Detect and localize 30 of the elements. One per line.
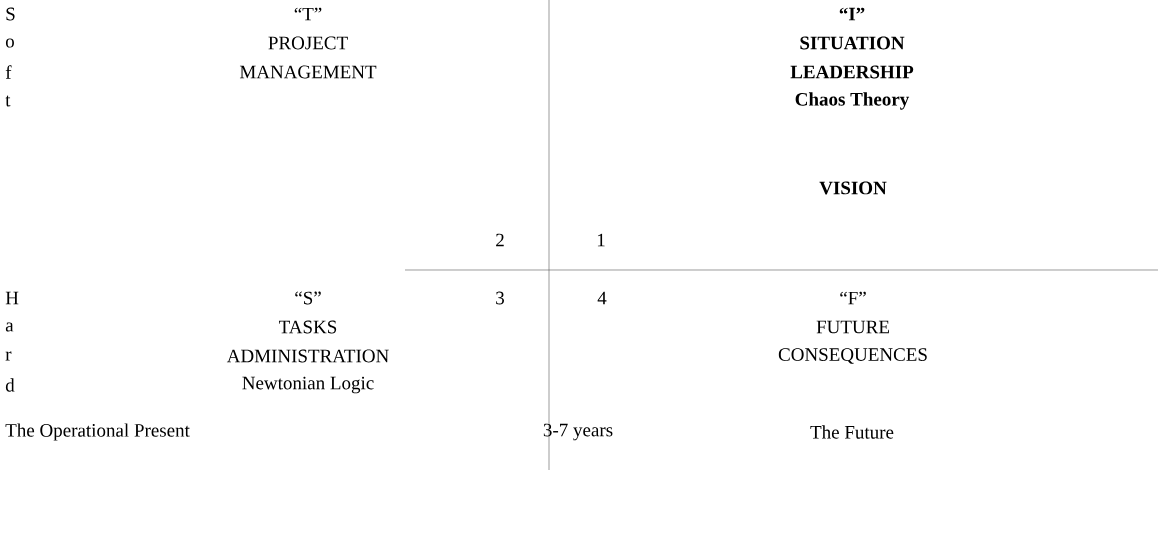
quadrant-text: The Future [810,425,894,439]
quadrant-text: PROJECT [268,36,348,50]
quadrant-text: “S” [295,291,321,305]
axis-letter: r [5,351,12,361]
quadrant-text: FUTURE [816,320,889,334]
axis-letter: o [5,38,14,48]
quadrant-text: “T” [294,7,322,21]
quadrant-text: LEADERSHIP [790,65,914,79]
quadrant-text: “F” [840,291,866,305]
quadrant-text: Newtonian Logic [242,376,374,394]
quadrant-text: 2 [496,233,504,247]
axis-letter: t [5,95,11,107]
quadrant-text: ADMINISTRATION [226,349,389,363]
quadrant-text: MANAGEMENT [239,65,377,79]
axis-letter: H [5,291,19,305]
axis-letter: a [5,322,14,332]
quadrant-text: Chaos Theory [795,92,910,110]
quadrant-text: VISION [819,181,887,195]
quadrant-text: 4 [597,291,607,305]
axis-letter: d [5,378,15,392]
quadrant-text: CONSEQUENCES [778,348,927,364]
quadrant-text: TASKS [279,320,337,334]
quadrant-text: “I” [839,7,865,21]
axis-letter: S [6,7,15,21]
quadrant-text: 3-7 years [543,423,613,441]
axis-letter: f [5,65,12,79]
quadrant-text: 3 [496,291,504,305]
quadrant-text: SITUATION [800,36,905,50]
quadrant-text: 1 [597,233,605,247]
quadrant-text: The Operational Present [5,423,190,441]
